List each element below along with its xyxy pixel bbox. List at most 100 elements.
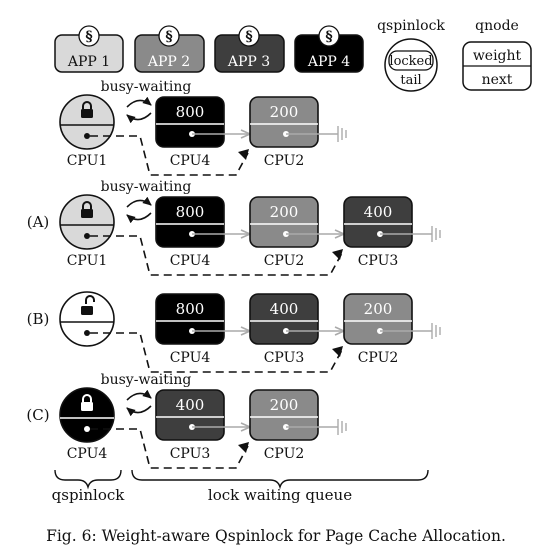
qnode-weight: 800 xyxy=(176,103,205,121)
qnode-weight: 200 xyxy=(270,103,299,121)
app-3-icon xyxy=(238,25,260,47)
qnode-cpu-label: CPU2 xyxy=(264,153,305,169)
legend: § APP 1 § APP 2 § APP 3 § APP 4 qspinloc… xyxy=(54,18,532,92)
queue-brace xyxy=(131,469,429,490)
app-3-legend: § APP 3 xyxy=(214,25,285,73)
queue-brace-label: lock waiting queue xyxy=(208,486,352,504)
tail-pointer-arrow xyxy=(238,442,249,453)
tail-pointer-arrow xyxy=(332,249,343,260)
busy-wait-arrow-bottom xyxy=(126,112,152,124)
lock-holder-label: CPU1 xyxy=(67,153,108,169)
app-2-icon xyxy=(158,25,180,47)
qspinlock-circle xyxy=(59,194,115,250)
qnode-weight: 200 xyxy=(364,300,393,318)
qspinlock-legend: qspinlock locked tail xyxy=(377,18,445,92)
qnode-cpu-label: CPU2 xyxy=(264,253,305,269)
qnode-cpu-label: CPU2 xyxy=(264,446,305,462)
tail-pointer-line xyxy=(90,235,343,276)
tail-pointer-line xyxy=(90,428,249,469)
busy-wait-arrow-bottom xyxy=(126,405,152,417)
qnode-legend-next: next xyxy=(482,72,513,88)
busy-waiting-label: busy-waiting xyxy=(101,79,192,95)
qspinlock-circle xyxy=(59,94,115,150)
qnode-weight: 200 xyxy=(270,203,299,221)
app-3-label: APP 3 xyxy=(227,54,270,70)
qnode-cpu-label: CPU2 xyxy=(358,350,399,366)
qspinlock-brace xyxy=(54,469,122,490)
lock-icon xyxy=(81,394,93,411)
app-2-label: APP 2 xyxy=(147,54,190,70)
qnode-weight: 400 xyxy=(364,203,393,221)
app-4-icon-glyph: § xyxy=(325,29,332,45)
lock-icon xyxy=(81,101,93,118)
qnode-weight: 400 xyxy=(176,396,205,414)
rows: CPU1busy-waiting800CPU4200CPU2(A)CPU1bus… xyxy=(26,79,441,469)
busy-wait-arrow-top xyxy=(126,196,152,208)
app-1-legend: § APP 1 xyxy=(54,25,124,73)
qnode-cpu-label: CPU4 xyxy=(170,350,211,366)
tail-pointer-arrow xyxy=(332,346,343,357)
app-2-legend: § APP 2 xyxy=(134,25,205,73)
unlock-icon xyxy=(81,295,95,315)
app-1-icon xyxy=(78,25,100,47)
app-2-icon-glyph: § xyxy=(165,29,172,45)
app-3-icon-glyph: § xyxy=(245,29,252,45)
row-label: (C) xyxy=(26,406,49,424)
busy-wait-arrow-bottom xyxy=(126,212,152,224)
qspinlock-circle xyxy=(59,387,115,443)
app-1-icon-glyph: § xyxy=(85,29,92,45)
qnode-legend: qnode weight next xyxy=(462,18,532,91)
braces: qspinlock lock waiting queue xyxy=(52,469,429,504)
lock-holder-label: CPU4 xyxy=(67,446,108,462)
app-1-label: APP 1 xyxy=(67,54,110,70)
qnode-cpu-label: CPU3 xyxy=(358,253,399,269)
qnode-weight: 800 xyxy=(176,300,205,318)
busy-wait-arrow-top xyxy=(126,96,152,108)
busy-waiting-label: busy-waiting xyxy=(101,179,192,195)
qnode-cpu-label: CPU3 xyxy=(264,350,305,366)
tail-pointer-line xyxy=(90,332,343,373)
app-4-icon xyxy=(318,25,340,47)
qspinlock-legend-tail: tail xyxy=(400,73,421,88)
qnode-legend-weight: weight xyxy=(473,48,522,64)
tail-pointer-dot xyxy=(84,330,90,336)
qnode-legend-title: qnode xyxy=(475,18,519,34)
tail-pointer-line xyxy=(90,135,249,176)
qnode-weight: 800 xyxy=(176,203,205,221)
qspinlock-brace-label: qspinlock xyxy=(52,486,126,504)
qspinlock-legend-locked: locked xyxy=(389,54,432,69)
tail-pointer-dot xyxy=(84,233,90,239)
tail-pointer-dot xyxy=(84,426,90,432)
lock-holder-label: CPU1 xyxy=(67,253,108,269)
app-4-label: APP 4 xyxy=(307,54,350,70)
qspinlock-legend-locked-box xyxy=(388,50,434,71)
qspinlock-circle xyxy=(59,291,115,347)
qnode-weight: 200 xyxy=(270,396,299,414)
qnode-cpu-label: CPU4 xyxy=(170,153,211,169)
qnode-weight: 400 xyxy=(270,300,299,318)
tail-pointer-arrow xyxy=(238,149,249,160)
busy-wait-arrow-top xyxy=(126,389,152,401)
qnode-cpu-label: CPU4 xyxy=(170,253,211,269)
row-label: (B) xyxy=(27,310,50,328)
qnode-cpu-label: CPU3 xyxy=(170,446,211,462)
busy-waiting-label: busy-waiting xyxy=(101,372,192,388)
tail-pointer-dot xyxy=(84,133,90,139)
app-4-legend: § APP 4 xyxy=(294,25,364,73)
